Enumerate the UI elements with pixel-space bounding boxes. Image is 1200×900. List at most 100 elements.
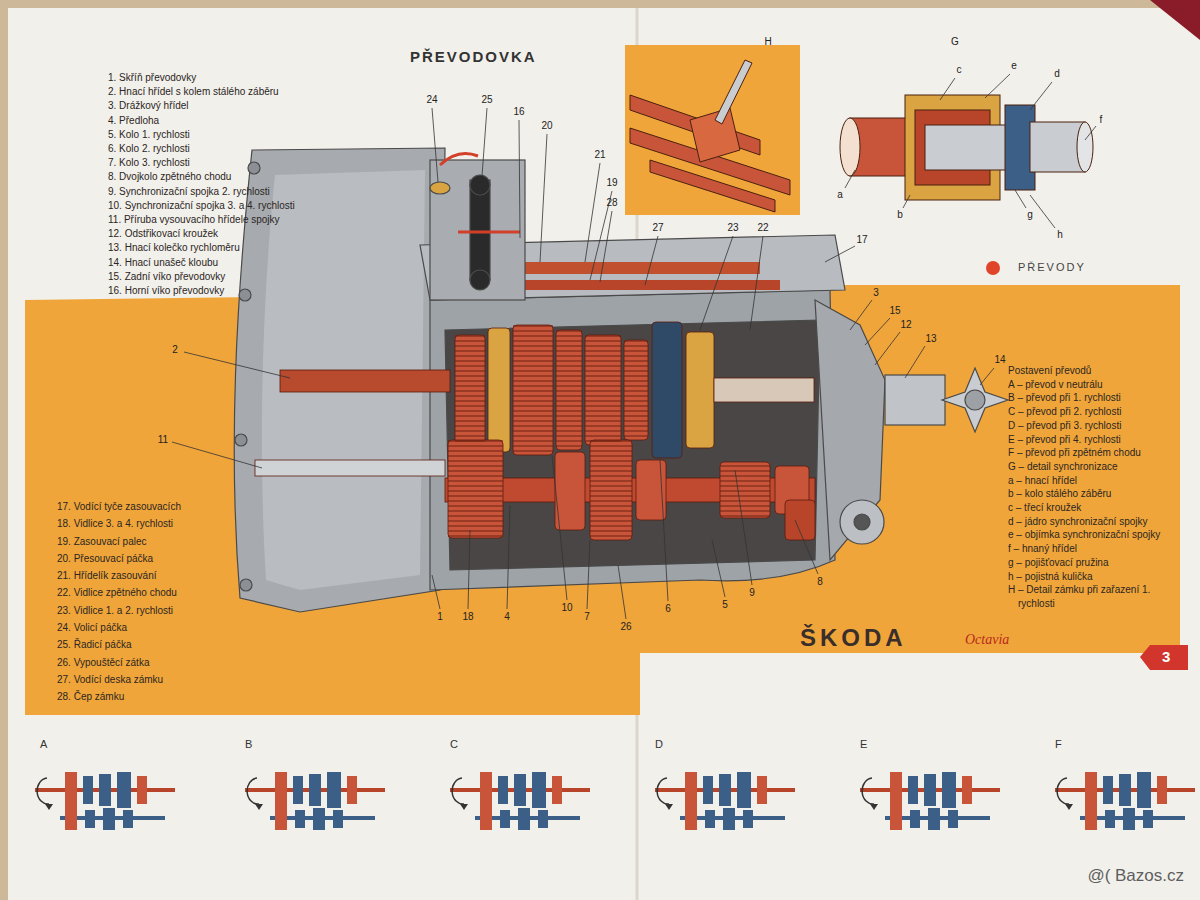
gearbox-housing <box>235 434 247 446</box>
gears <box>686 332 714 448</box>
position-letter: D <box>655 738 663 751</box>
gears <box>448 440 503 538</box>
synchro-detail-inset <box>840 95 1093 200</box>
background <box>625 45 800 215</box>
list-item: 1. Skříň převodovky <box>108 71 348 85</box>
callout-number: 9 <box>749 587 755 599</box>
list-item: 6. Kolo 2. rychlosti <box>108 142 348 156</box>
list-item: 10. Synchronizační spojka 3. a 4. rychlo… <box>108 199 348 213</box>
gearbox-housing <box>430 182 450 194</box>
list-item: g – pojišťovací pružina <box>1008 556 1188 570</box>
list-item: 23. Vidlice 1. a 2. rychlosti <box>57 602 232 619</box>
control-arrows <box>458 231 520 234</box>
title: PŘEVODOVKA <box>410 48 537 66</box>
gears <box>513 325 553 455</box>
gears <box>785 500 815 540</box>
inset-letter: G <box>951 36 959 48</box>
leader-lines <box>1085 126 1096 140</box>
list-item: a – hnací hřídel <box>1008 474 1188 488</box>
gearbox-housing <box>885 375 945 425</box>
gearbox-housing <box>965 390 985 410</box>
list-item: d – jádro synchronizační spojky <box>1008 515 1188 529</box>
list-item: 26. Vypouštěcí zátka <box>57 654 232 671</box>
callout-number: 21 <box>594 149 605 161</box>
position-letter: F <box>1055 738 1062 751</box>
gearbox-housing <box>240 579 252 591</box>
callout-number: 5 <box>722 599 728 611</box>
list-item: 15. Zadní víko převodovky <box>108 270 348 284</box>
leader-lines <box>172 442 262 468</box>
list-item: 17. Vodící tyče zasouvacích <box>57 498 232 515</box>
gearbox-housing <box>470 270 490 290</box>
leader-lines <box>645 236 658 285</box>
list-item: 18. Vidlice 3. a 4. rychlosti <box>57 515 232 532</box>
list-item: A – převod v neutrálu <box>1008 378 1188 392</box>
leader-lines <box>482 108 487 176</box>
page-number: 3 <box>1162 648 1170 666</box>
callout-number: 27 <box>652 222 663 234</box>
gears <box>652 322 682 458</box>
leader-lines <box>712 540 725 597</box>
list-item: e – objímka synchronizační spojky <box>1008 528 1188 542</box>
list-item: 4. Předloha <box>108 114 348 128</box>
gearbox-housing <box>234 148 1008 612</box>
gears <box>624 340 648 440</box>
list-item: c – třecí kroužek <box>1008 501 1188 515</box>
inset-letter: g <box>1027 209 1033 221</box>
callout-number: 10 <box>561 602 572 614</box>
gears <box>255 460 445 476</box>
gearbox-housing <box>854 514 870 530</box>
leader-lines <box>618 565 626 619</box>
callout-number: 4 <box>504 611 510 623</box>
leader-lines <box>1015 190 1026 208</box>
gearbox-housing <box>430 160 525 300</box>
gear-position-diagrams <box>450 772 590 830</box>
gears <box>448 440 503 538</box>
inset-letter: H <box>764 36 771 48</box>
legend-swatch <box>986 261 1000 275</box>
gears <box>255 322 815 540</box>
parts-list: 1. Skříň převodovky2. Hnací hřídel s kol… <box>108 71 348 298</box>
gears <box>513 325 553 455</box>
callout-number: 23 <box>727 222 738 234</box>
gearbox-housing <box>942 368 1008 432</box>
gearbox-housing <box>815 300 885 560</box>
callout-number: 11 <box>158 434 168 446</box>
background <box>1150 0 1200 40</box>
gears <box>556 330 582 450</box>
leader-lines <box>750 236 763 330</box>
callout-number: 20 <box>541 120 552 132</box>
list-item: 24. Volicí páčka <box>57 619 232 636</box>
position-letter: A <box>40 738 47 751</box>
gearbox-housing <box>520 280 780 290</box>
callout-number: 13 <box>925 333 936 345</box>
leader-lines <box>468 530 470 609</box>
gearbox-housing <box>445 320 820 570</box>
leader-lines <box>600 211 612 282</box>
leader-lines <box>985 74 1010 98</box>
leader-lines <box>850 300 872 330</box>
model-name: Octavia <box>965 632 1009 649</box>
background <box>8 8 1200 900</box>
inset-letter: d <box>1054 68 1060 80</box>
list-item: 2. Hnací hřídel s kolem stálého záběru <box>108 85 348 99</box>
leader-lines <box>1030 82 1052 110</box>
position-letter: E <box>860 738 867 751</box>
inset-letter: e <box>1011 60 1017 72</box>
gearbox-housing <box>248 162 260 174</box>
gears <box>585 335 621 445</box>
gears <box>455 335 485 445</box>
gear-position-diagrams <box>35 772 175 830</box>
callout-number: 8 <box>817 576 823 588</box>
gear-position-diagrams <box>1055 772 1195 830</box>
list-item: 19. Zasouvací palec <box>57 533 232 550</box>
list-item: B – převod při 1. rychlosti <box>1008 391 1188 405</box>
gears <box>488 328 510 452</box>
brand-logo: ŠKODA <box>800 624 907 653</box>
gears <box>720 462 770 518</box>
position-letter: C <box>450 738 458 751</box>
inset-letter: b <box>897 209 903 221</box>
callout-number: 28 <box>606 197 617 209</box>
lock-detail-inset <box>630 60 790 212</box>
